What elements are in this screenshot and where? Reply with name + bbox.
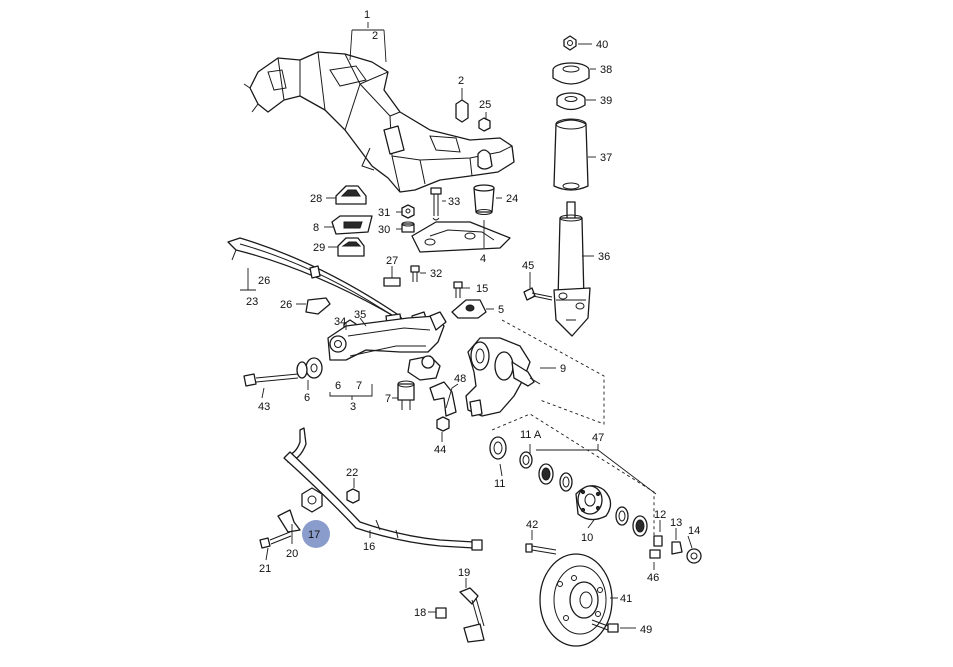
label-36: 36 bbox=[598, 251, 610, 263]
label-15: 15 bbox=[476, 283, 488, 295]
label-32: 32 bbox=[430, 268, 442, 280]
label-14: 14 bbox=[688, 525, 700, 537]
hub-assembly bbox=[489, 319, 702, 564]
label-34: 34 bbox=[334, 316, 346, 328]
label-40: 40 bbox=[596, 39, 608, 51]
label-17: 17 bbox=[308, 529, 320, 541]
label-20: 20 bbox=[286, 548, 298, 560]
label-5: 5 bbox=[498, 304, 504, 316]
label-1: 1 bbox=[364, 9, 370, 21]
label-13: 13 bbox=[670, 517, 682, 529]
label-31: 31 bbox=[378, 207, 390, 219]
label-48: 48 bbox=[454, 373, 466, 385]
stabilizer-bar bbox=[259, 427, 485, 643]
callout-labels: 1 2 2 25 40 38 39 37 24 28 33 31 8 30 29… bbox=[246, 9, 700, 636]
label-2-bracket: 2 bbox=[458, 75, 464, 87]
label-19: 19 bbox=[458, 567, 470, 579]
small-mounts bbox=[305, 99, 511, 339]
label-26: 26 bbox=[280, 299, 292, 311]
label-10: 10 bbox=[581, 532, 593, 544]
label-11: 11 bbox=[494, 478, 505, 490]
steering-knuckle bbox=[429, 337, 541, 432]
label-47: 47 bbox=[592, 432, 604, 444]
label-43: 43 bbox=[258, 401, 270, 413]
label-3: 3 bbox=[350, 401, 356, 413]
label-23: 23 bbox=[246, 296, 258, 308]
label-16: 16 bbox=[363, 541, 375, 553]
label-35: 35 bbox=[354, 309, 366, 321]
strut-assembly bbox=[523, 35, 591, 337]
part-17-highlight[interactable] bbox=[302, 520, 330, 548]
label-7-sub: 7 bbox=[356, 380, 362, 392]
label-28: 28 bbox=[310, 193, 322, 205]
label-8: 8 bbox=[313, 222, 319, 234]
label-4: 4 bbox=[480, 253, 486, 265]
label-25: 25 bbox=[479, 99, 491, 111]
brake-disc bbox=[525, 543, 619, 647]
label-6: 6 bbox=[304, 392, 310, 404]
label-21: 21 bbox=[259, 563, 271, 575]
label-38: 38 bbox=[600, 64, 612, 76]
label-22: 22 bbox=[346, 467, 358, 479]
leader-lines bbox=[240, 22, 693, 629]
label-26-spring: 26 bbox=[258, 275, 270, 287]
label-33: 33 bbox=[448, 196, 460, 208]
label-29: 29 bbox=[313, 242, 325, 254]
label-46: 46 bbox=[647, 572, 659, 584]
label-44: 44 bbox=[434, 444, 446, 456]
label-9: 9 bbox=[560, 363, 566, 375]
label-41: 41 bbox=[620, 593, 632, 605]
control-arm bbox=[243, 311, 447, 410]
subframe bbox=[243, 51, 515, 193]
label-42: 42 bbox=[526, 519, 538, 531]
label-11a: 11 A bbox=[520, 429, 542, 441]
label-18: 18 bbox=[414, 607, 426, 619]
label-39: 39 bbox=[600, 95, 612, 107]
label-6-sub: 6 bbox=[335, 380, 341, 392]
label-12: 12 bbox=[654, 509, 666, 521]
label-2-frame: 2 bbox=[372, 30, 378, 42]
label-30: 30 bbox=[378, 224, 390, 236]
label-49: 49 bbox=[640, 624, 652, 636]
label-24: 24 bbox=[506, 193, 518, 205]
label-27: 27 bbox=[386, 255, 398, 267]
label-45: 45 bbox=[522, 260, 534, 272]
label-37: 37 bbox=[600, 152, 612, 164]
label-7: 7 bbox=[385, 393, 391, 405]
